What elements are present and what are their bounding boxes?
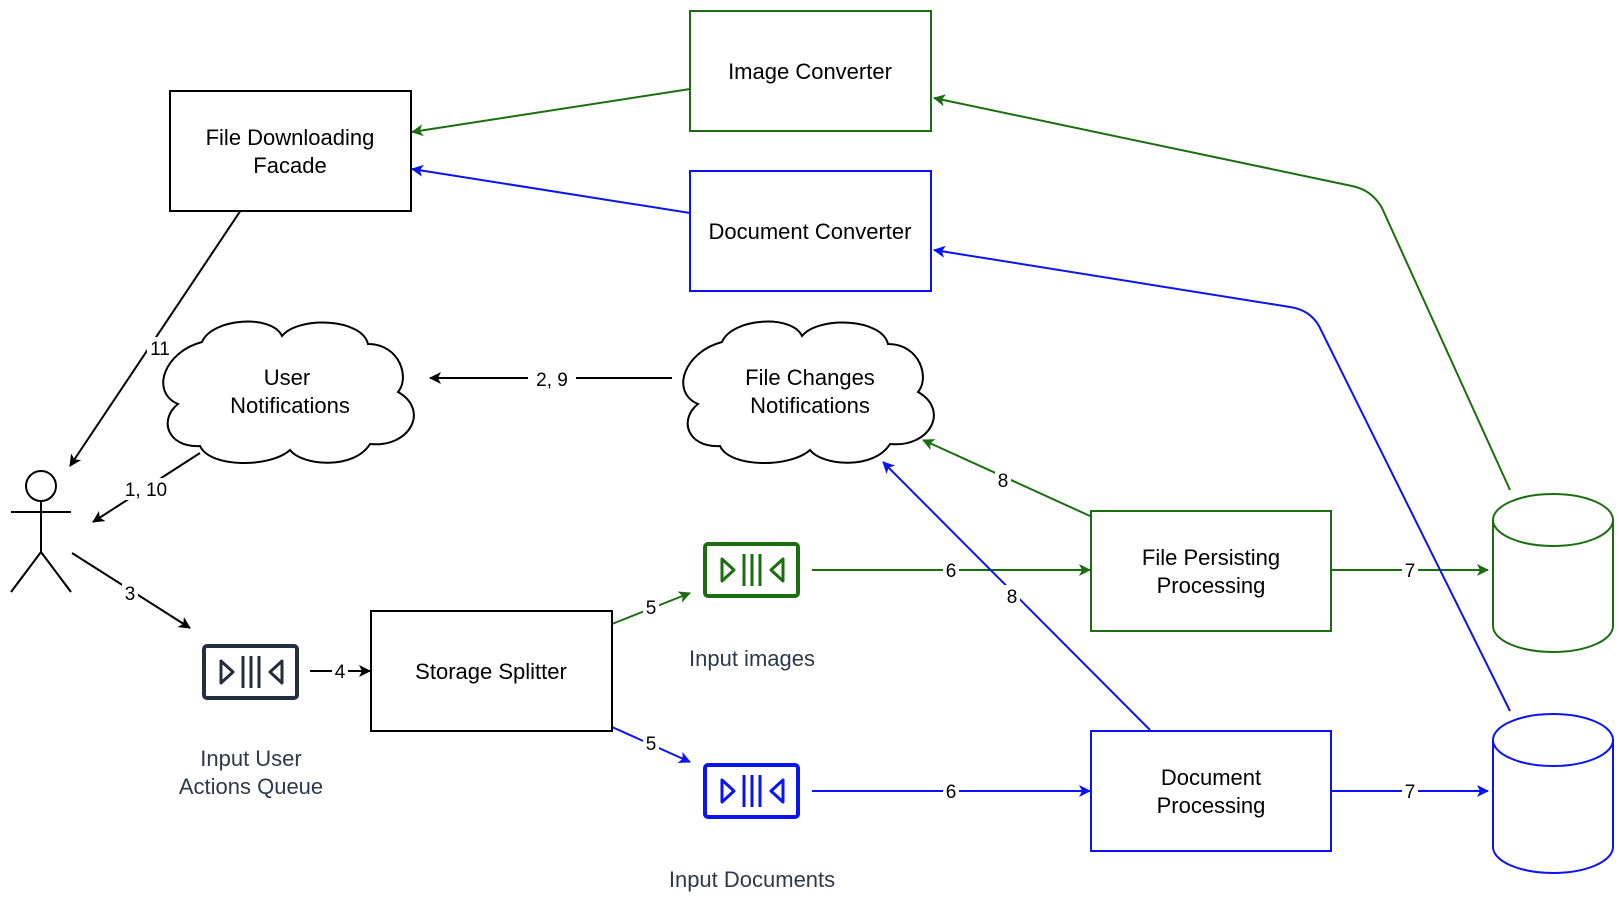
document-processing-label-line1: Document [1161, 765, 1261, 790]
edge-label-7-documents: 7 [1405, 782, 1416, 803]
storage-splitter-box[interactable]: Storage Splitter [370, 610, 613, 732]
image-converter-label: Image Converter [728, 59, 892, 84]
edge-label-2-9: 2, 9 [536, 370, 568, 391]
queue-icon [202, 644, 299, 700]
user-actor-icon [10, 470, 72, 593]
database-icon [1492, 713, 1614, 874]
user-notifications-label-line2: Notifications [230, 393, 350, 418]
file-persisting-processing-label-line2: Processing [1157, 573, 1266, 598]
input-documents-queue[interactable]: Input Documents [669, 763, 835, 892]
edge-label-1-10: 1, 10 [125, 480, 167, 501]
edge-label-7-images: 7 [1405, 561, 1416, 582]
file-persisting-processing-box[interactable]: File Persisting Processing [1090, 510, 1332, 632]
edge-label-8-images: 8 [998, 471, 1009, 492]
file-changes-notifications-label-line1: File Changes [745, 365, 875, 390]
file-downloading-facade-label-line1: File Downloading [206, 125, 375, 150]
input-documents-caption: Input Documents [669, 867, 835, 892]
edge-label-3: 3 [125, 584, 136, 605]
images-database[interactable] [1492, 493, 1614, 653]
document-converter-label: Document Converter [709, 219, 912, 244]
queue-icon [703, 763, 800, 819]
edge-label-8-documents: 8 [1007, 587, 1018, 608]
queue-icon [703, 542, 800, 598]
input-user-actions-caption-line2: Actions Queue [179, 774, 323, 799]
file-downloading-facade-label-line2: Facade [253, 153, 326, 178]
storage-splitter-label: Storage Splitter [415, 659, 567, 684]
edge-label-4: 4 [335, 662, 346, 683]
input-user-actions-queue[interactable]: Input User Actions Queue [179, 644, 323, 799]
document-converter-box[interactable]: Document Converter [689, 170, 932, 292]
database-icon [1492, 493, 1614, 653]
edge-images-db-to-image-converter [933, 94, 1511, 491]
file-changes-notifications-label-line2: Notifications [750, 393, 870, 418]
file-persisting-processing-label-line1: File Persisting [1142, 545, 1280, 570]
edge-label-5-documents: 5 [646, 734, 657, 755]
user-actor[interactable] [10, 470, 72, 593]
input-images-queue[interactable]: Input images [689, 542, 815, 671]
edge-facade-to-user [69, 206, 244, 467]
input-user-actions-caption-line1: Input User [200, 746, 302, 771]
input-images-caption: Input images [689, 646, 815, 671]
image-converter-box[interactable]: Image Converter [689, 10, 932, 132]
edge-image-converter-to-facade [411, 88, 691, 137]
edge-label-5-images: 5 [646, 598, 657, 619]
file-changes-notifications-cloud[interactable]: File Changes Notifications [682, 320, 935, 465]
edge-label-6-documents: 6 [946, 782, 957, 803]
edge-label-11: 11 [150, 339, 170, 360]
document-processing-label-line2: Processing [1157, 793, 1266, 818]
file-downloading-facade-box[interactable]: File Downloading Facade [169, 90, 412, 212]
documents-database[interactable] [1492, 713, 1614, 874]
user-notifications-cloud[interactable]: User Notifications [162, 320, 415, 465]
edge-document-converter-to-facade [411, 164, 691, 214]
edge-label-6-images: 6 [946, 561, 957, 582]
user-notifications-label-line1: User [264, 365, 310, 390]
document-processing-box[interactable]: Document Processing [1090, 730, 1332, 852]
edge-documents-db-to-document-converter [933, 245, 1511, 712]
